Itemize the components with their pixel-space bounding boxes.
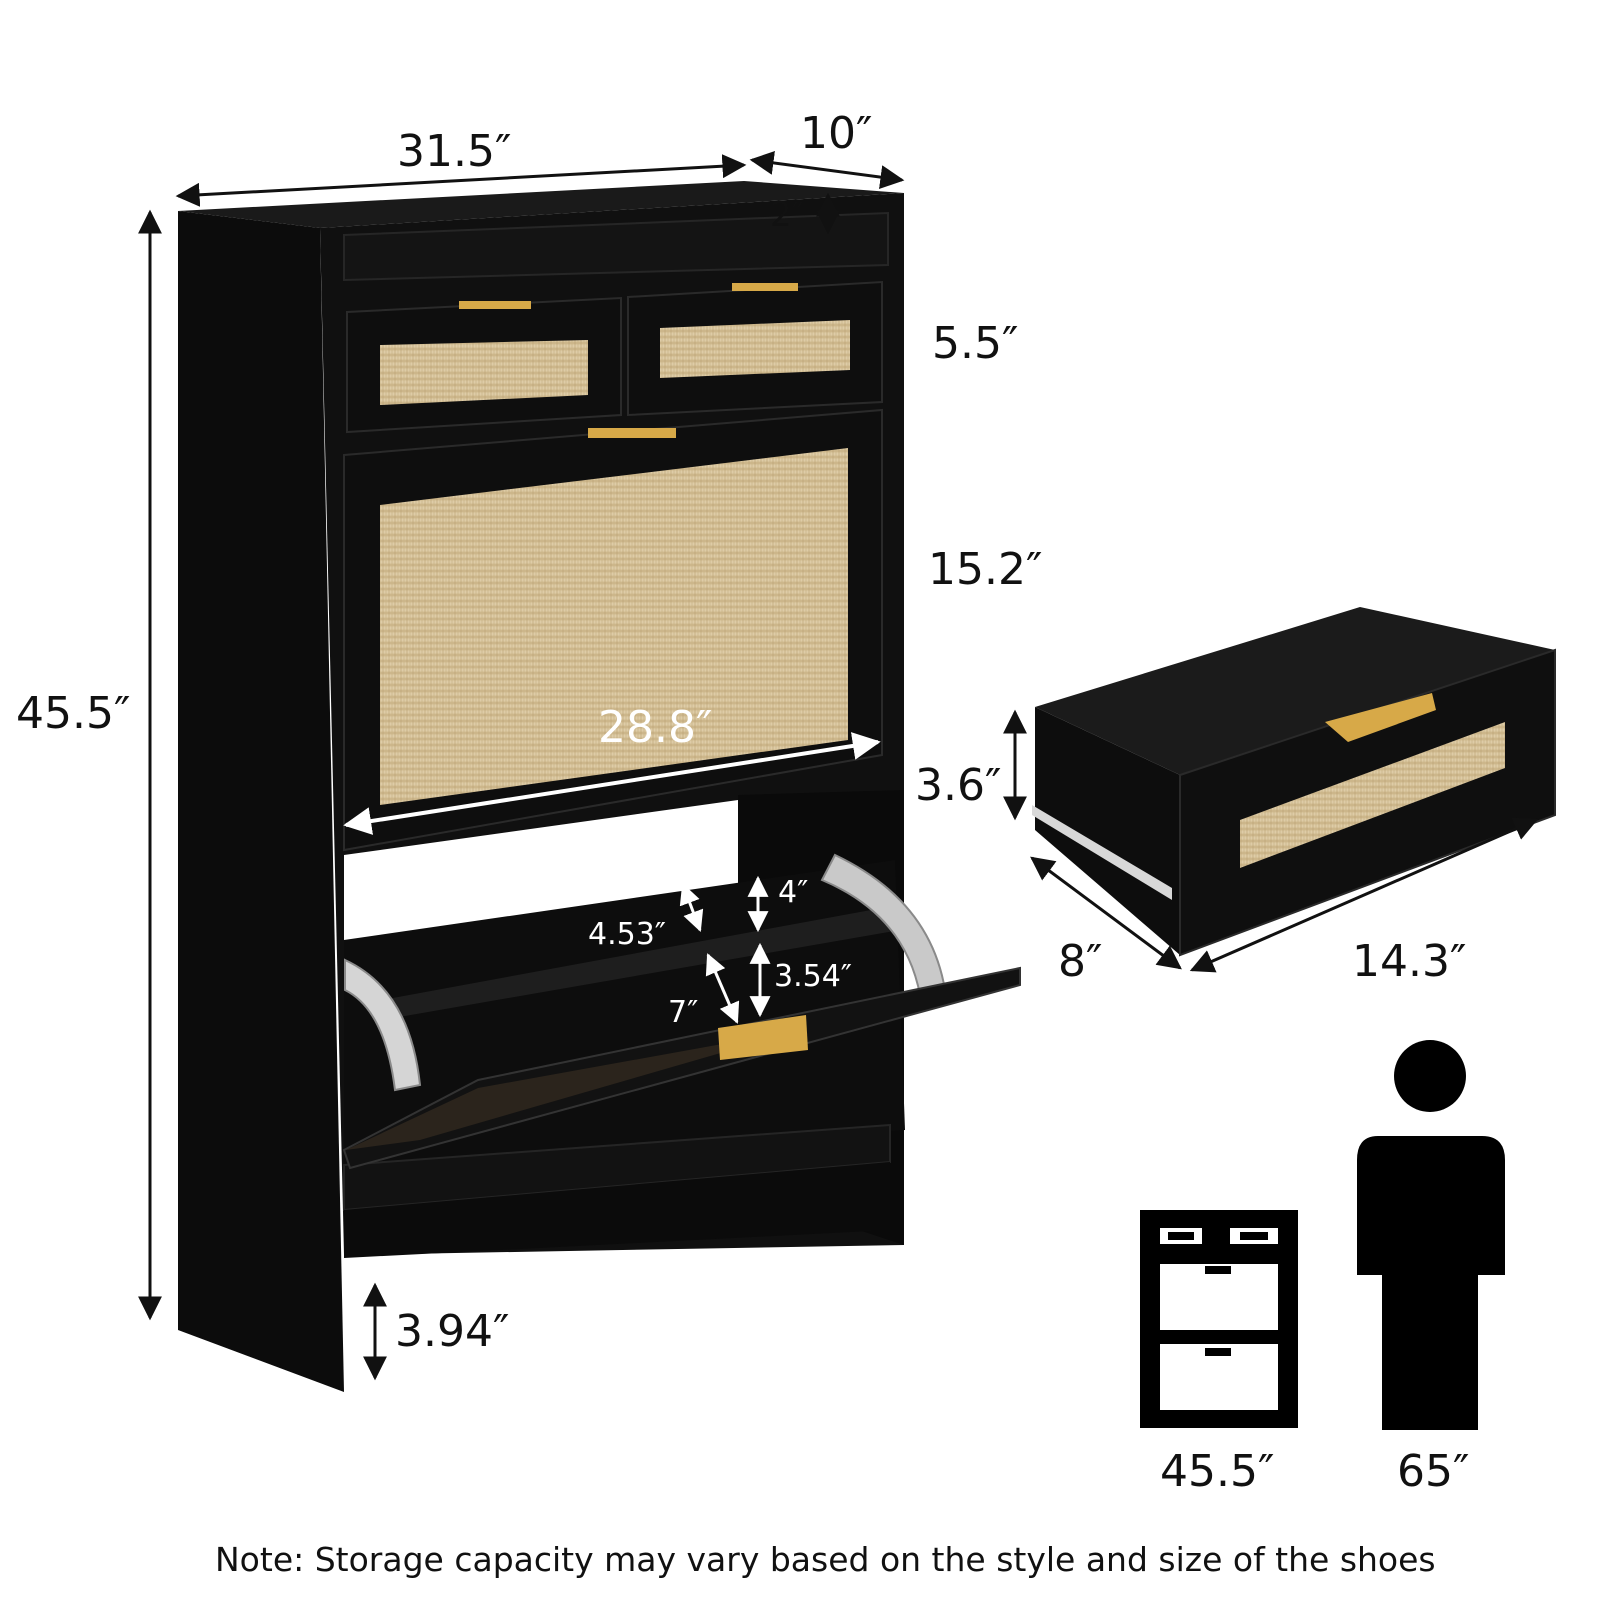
drawer-detail-width-label: 14.3″ xyxy=(1352,936,1467,987)
inner-width-line xyxy=(343,732,881,835)
drawer-left-rattan xyxy=(380,340,588,405)
cabinet-silhouette-icon xyxy=(1140,1210,1298,1428)
flap-height-label: 15.2″ xyxy=(928,544,1043,595)
depth-line xyxy=(749,150,905,190)
drawer-detail-top xyxy=(1035,607,1555,775)
drawer-detail-handle xyxy=(1325,693,1436,742)
top-rail xyxy=(343,211,889,282)
dimension-lines xyxy=(138,150,905,1381)
flip-door-inner-wood xyxy=(346,1030,800,1150)
slot-mid-label: 4″ xyxy=(778,875,809,910)
rail-height-label: 2″ xyxy=(770,195,805,235)
drawer-depth-line xyxy=(1030,856,1182,970)
drawer-detail-depth-label: 8″ xyxy=(1058,936,1103,987)
height-comparison xyxy=(1140,1040,1505,1430)
hinge-left xyxy=(344,958,422,1092)
shoe-slot-shelf xyxy=(382,905,900,1020)
slot-diag-label: 7″ xyxy=(668,995,699,1030)
slot-top-line xyxy=(679,883,704,932)
flip-door-open xyxy=(342,966,1021,1170)
drawer-detail-height-label: 3.6″ xyxy=(915,760,1002,811)
inner-width-label: 28.8″ xyxy=(598,702,713,753)
width-line xyxy=(175,154,747,207)
person-compare-height-label: 65″ xyxy=(1397,1446,1470,1497)
leg-clearance-label: 3.94″ xyxy=(395,1306,510,1357)
depth-label: 10″ xyxy=(800,108,873,159)
flip-door-handle xyxy=(588,428,676,438)
drawer-left-handle xyxy=(459,301,531,309)
person-silhouette-icon xyxy=(1357,1040,1505,1430)
drawer-right-handle xyxy=(732,283,798,291)
cabinet-left-side xyxy=(178,211,344,1392)
drawer-height-label: 5.5″ xyxy=(932,318,1019,369)
drawer-width-line xyxy=(1189,817,1539,973)
width-label: 31.5″ xyxy=(397,126,512,177)
drawer-right-rattan xyxy=(660,320,850,378)
cabinet-compare-height-label: 45.5″ xyxy=(1160,1446,1275,1497)
slot-diag-line xyxy=(705,953,740,1024)
slot-top-label: 4.53″ xyxy=(588,917,667,952)
storage-note: Note: Storage capacity may vary based on… xyxy=(215,1540,1436,1579)
flip-door-rattan xyxy=(380,448,848,805)
slot-inner-label: 3.54″ xyxy=(774,959,853,994)
total-height-label: 45.5″ xyxy=(16,688,131,739)
flip-door-open-handle xyxy=(718,1015,808,1060)
base-rail xyxy=(344,1162,890,1258)
drawer-detail xyxy=(1003,607,1556,973)
